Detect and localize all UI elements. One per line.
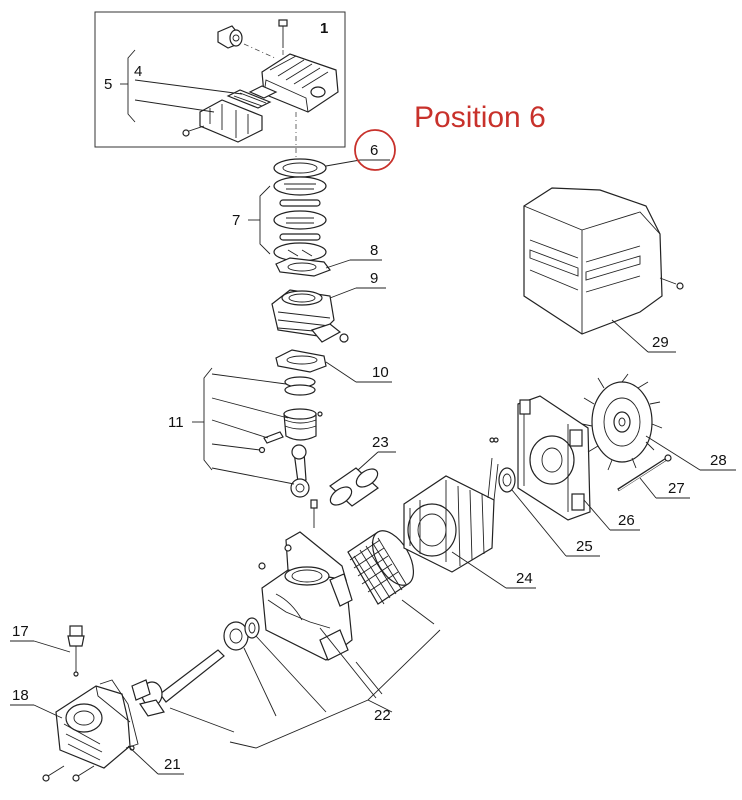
crankcase-bolt-part xyxy=(310,499,318,528)
bracket-5 xyxy=(127,49,136,123)
stator-part xyxy=(403,437,499,573)
label-5: 5 xyxy=(104,76,112,93)
cover-screws-part xyxy=(42,765,95,782)
head-screw-part xyxy=(278,19,288,48)
piston-part xyxy=(283,408,323,441)
bracket-7 xyxy=(259,185,271,255)
rotor-part xyxy=(347,530,415,605)
valve-plate-stack-part xyxy=(273,176,327,262)
seal-ring-part xyxy=(244,617,260,639)
side-cover-part xyxy=(55,685,131,769)
fan-cover-part xyxy=(523,187,663,335)
label-29: 29 xyxy=(652,334,669,351)
label-18: 18 xyxy=(12,687,29,704)
label-8: 8 xyxy=(370,242,378,259)
piston-pin-part xyxy=(258,431,284,454)
reed-valve-part xyxy=(226,85,278,109)
gasket-6-part xyxy=(273,158,327,178)
crankcase-part xyxy=(258,531,353,661)
highlight-circle xyxy=(354,129,396,171)
piston-rings-part xyxy=(284,376,316,396)
label-6: 6 xyxy=(370,142,378,159)
label-22: 22 xyxy=(374,707,391,724)
cover-screw-part xyxy=(659,277,684,290)
cylinder-head-part xyxy=(261,53,339,113)
label-17: 17 xyxy=(12,623,29,640)
bracket-11 xyxy=(203,367,213,471)
valve-fitting-part xyxy=(67,625,85,677)
tie-bolt-part xyxy=(617,454,672,492)
label-11: 11 xyxy=(168,414,184,431)
bracket-22 xyxy=(229,629,441,749)
capacitor-part xyxy=(329,467,379,507)
cylinder-part xyxy=(271,289,349,343)
label-27: 27 xyxy=(668,480,685,497)
label-9: 9 xyxy=(370,270,378,287)
valve-block-part xyxy=(182,99,263,143)
cylinder-gasket-part xyxy=(275,349,327,373)
label-26: 26 xyxy=(618,512,635,529)
end-shield-part xyxy=(517,395,591,521)
elbow-fitting-part xyxy=(217,25,243,49)
crankshaft-part xyxy=(131,649,225,717)
bearing-rear-part xyxy=(498,467,516,493)
label-4: 4 xyxy=(134,63,142,80)
head-assembly-box xyxy=(94,11,346,148)
gasket-8-part xyxy=(275,257,331,277)
connecting-rod-part xyxy=(290,444,310,498)
label-25: 25 xyxy=(576,538,593,555)
label-28: 28 xyxy=(710,452,727,469)
bearing-front-part xyxy=(223,621,249,651)
label-7: 7 xyxy=(232,212,240,229)
position-heading: Position 6 xyxy=(414,101,546,134)
label-23: 23 xyxy=(372,434,389,451)
label-24: 24 xyxy=(516,570,533,587)
label-10: 10 xyxy=(372,364,389,381)
label-1: 1 xyxy=(320,20,328,37)
label-21: 21 xyxy=(164,756,181,773)
cooling-fan-part xyxy=(581,373,663,471)
